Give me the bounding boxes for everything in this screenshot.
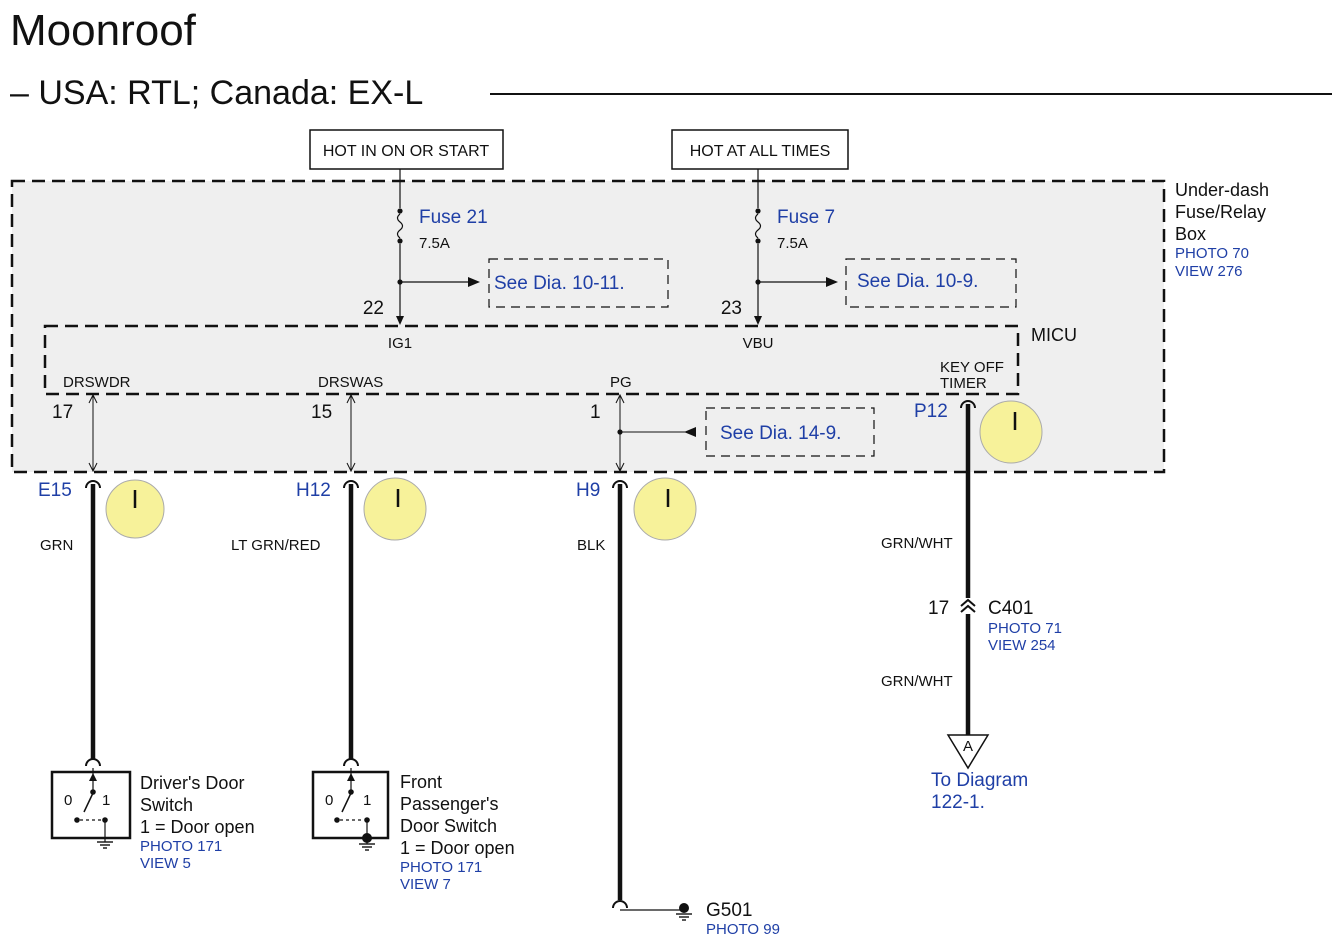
terminal-timer-line-2: TIMER — [940, 375, 987, 392]
connector-e15[interactable]: E15 — [38, 480, 72, 501]
page-subtitle: – USA: RTL; Canada: EX-L — [10, 74, 423, 112]
c401-photo-link[interactable]: PHOTO 71 — [988, 620, 1062, 637]
passenger-switch-name-line-2: Passenger's — [400, 794, 499, 814]
micu-box — [43, 324, 1020, 396]
hot-in-on-or-start-label-box — [309, 129, 504, 170]
pin-15-drswas: 15 — [311, 402, 332, 423]
terminal-ig1: IG1 — [388, 335, 412, 352]
fuse-7-pin: 23 — [721, 298, 742, 319]
location-markers — [105, 400, 1043, 541]
wire-color-grn: GRN — [40, 537, 73, 554]
micu-label: MICU — [1031, 325, 1077, 345]
fuse-21-circuit — [396, 169, 669, 325]
terminal-pg: PG — [610, 374, 632, 391]
terminal-drswdr: DRSWDR — [63, 374, 131, 391]
fuse-7-ref-link[interactable]: See Dia. 10-9. — [857, 271, 978, 292]
passenger-switch-name-line-1: Front — [400, 772, 442, 792]
wire-grn-wht — [946, 400, 990, 770]
fuse-7-name: Fuse 7 — [777, 207, 835, 228]
drivers-switch-view-link[interactable]: VIEW 5 — [140, 855, 191, 872]
terminal-drswas: DRSWAS — [318, 374, 383, 391]
wire-lt-grn-red — [343, 480, 359, 767]
wire-color-grn-wht-lower: GRN/WHT — [881, 673, 953, 690]
wire-color-grn-wht-upper: GRN/WHT — [881, 535, 953, 552]
connector-h9[interactable]: H9 — [576, 480, 600, 501]
fuse-box-name-line-3: Box — [1175, 224, 1206, 244]
wire-blk — [612, 480, 692, 921]
hot-at-all-times-label: HOT AT ALL TIMES — [690, 143, 831, 160]
fuse-box-view-link[interactable]: VIEW 276 — [1175, 263, 1243, 280]
fuse-21-rating: 7.5A — [419, 235, 450, 252]
offpage-link-line-1[interactable]: To Diagram — [931, 770, 1028, 791]
fuse-7-rating: 7.5A — [777, 235, 808, 252]
wire-grn — [85, 480, 101, 767]
passenger-switch-pos-0: 0 — [325, 792, 333, 809]
fuse-box-name-line-2: Fuse/Relay — [1175, 202, 1266, 222]
drivers-switch-name-line-2: Switch — [140, 795, 193, 815]
fuse-7-circuit — [754, 169, 1017, 325]
drivers-switch-pos-1: 1 — [102, 792, 110, 809]
passenger-switch-view-link[interactable]: VIEW 7 — [400, 876, 451, 893]
hot-in-on-or-start-label: HOT IN ON OR START — [323, 143, 489, 160]
drivers-switch-pos-0: 0 — [64, 792, 72, 809]
passenger-switch-state: 1 = Door open — [400, 838, 515, 858]
passenger-switch-photo-link[interactable]: PHOTO 171 — [400, 859, 482, 876]
connector-c401: C401 — [988, 598, 1033, 619]
connector-p12[interactable]: P12 — [914, 401, 948, 422]
pin-17-drswdr: 17 — [52, 402, 73, 423]
drivers-switch-photo-link[interactable]: PHOTO 171 — [140, 838, 222, 855]
hot-at-all-times-label-box — [671, 129, 849, 170]
fuse-21-ref-link[interactable]: See Dia. 10-11. — [494, 273, 625, 294]
pin-1-pg: 1 — [590, 402, 601, 423]
connector-h12[interactable]: H12 — [296, 480, 331, 501]
drivers-switch-name-line-1: Driver's Door — [140, 773, 244, 793]
wire-color-blk: BLK — [577, 537, 605, 554]
page-title: Moonroof — [10, 6, 197, 55]
offpage-link-line-2[interactable]: 122-1. — [931, 792, 985, 813]
ground-g501: G501 — [706, 900, 752, 921]
wire-color-lt-grn-red: LT GRN/RED — [231, 537, 321, 554]
micu-internal-leads — [88, 393, 875, 473]
passenger-switch-pos-1: 1 — [363, 792, 371, 809]
fuse-box-name-line-1: Under-dash — [1175, 180, 1269, 200]
offpage-letter: A — [963, 738, 973, 755]
c401-pin: 17 — [928, 598, 949, 619]
fuse-21-name: Fuse 21 — [419, 207, 488, 228]
c401-view-link[interactable]: VIEW 254 — [988, 637, 1056, 654]
terminal-vbu: VBU — [743, 335, 774, 352]
fuse-box-photo-link[interactable]: PHOTO 70 — [1175, 245, 1249, 262]
passenger-door-switch-symbol — [311, 768, 390, 851]
passenger-switch-name-line-3: Door Switch — [400, 816, 497, 836]
drivers-door-switch-symbol — [50, 768, 132, 849]
drivers-switch-state: 1 = Door open — [140, 817, 255, 837]
fuse-21-pin: 22 — [363, 298, 384, 319]
pg-ref-link[interactable]: See Dia. 14-9. — [720, 423, 841, 444]
ground-photo-link[interactable]: PHOTO 99 — [706, 921, 780, 938]
terminal-key-off-line-1: KEY OFF — [940, 359, 1004, 376]
